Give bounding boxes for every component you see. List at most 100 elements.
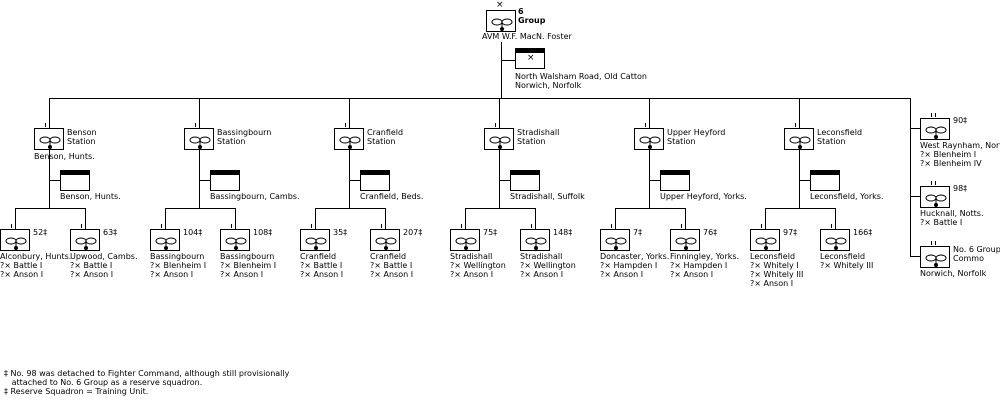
squadron-aircraft: ?× Anson I (670, 270, 714, 279)
connector-line (49, 180, 60, 181)
squadron-number: 7‡ (633, 228, 643, 237)
group-hq-location: Norwich, Norfolk (515, 81, 582, 90)
station-name: Station (217, 137, 246, 146)
station-hq-location: Bassingbourn, Cambs. (210, 192, 300, 201)
air-unit-icon (155, 237, 177, 250)
group-hq-location: North Walsham Road, Old Catton (515, 72, 647, 81)
squadron-aircraft: ?× Whitely III (820, 261, 874, 270)
squadron-symbol (670, 229, 700, 251)
squadron-aircraft: ?× Anson I (600, 270, 644, 279)
squadron-aircraft: ?× Battle I (0, 261, 43, 270)
station-hq-location: Benson, Hunts. (60, 192, 121, 201)
direct-unit-aircraft: ?× Battle I (920, 218, 963, 227)
connector-line (165, 208, 235, 209)
connector-line (199, 98, 200, 128)
connector-line (315, 208, 316, 229)
squadron-location: Leconsfield (820, 252, 866, 261)
squadron-symbol (750, 229, 780, 251)
squadron-aircraft: ?× Anson I (370, 270, 414, 279)
echelon-bars (495, 123, 500, 127)
echelon-bars (795, 123, 800, 127)
squadron-aircraft: ?× Blenheim I (150, 261, 207, 270)
squadron-number: 63‡ (103, 228, 118, 237)
air-unit-icon (375, 237, 397, 250)
connector-line (615, 208, 616, 229)
air-unit-icon (525, 237, 547, 250)
station-hq-location: Stradishall, Suffolk (510, 192, 585, 201)
squadron-number: 97‡ (783, 228, 798, 237)
echelon-bars (311, 224, 316, 228)
station-hq-location: Leconsfield, Yorks. (810, 192, 884, 201)
connector-line (649, 180, 660, 181)
connector-line (499, 180, 510, 181)
squadron-aircraft: ?× Anson I (750, 279, 794, 288)
echelon-bars (931, 113, 936, 117)
echelon-bars (681, 224, 686, 228)
squadron-location: Stradishall (450, 252, 493, 261)
connector-line (465, 208, 535, 209)
air-unit-icon (825, 237, 847, 250)
direct-unit-title: No. 6 Group (953, 245, 1000, 254)
station-name: Station (667, 137, 696, 146)
air-unit-icon (789, 136, 811, 149)
station-hq-symbol (60, 170, 90, 191)
connector-line (501, 60, 515, 61)
connector-line (910, 196, 920, 197)
air-unit-icon (305, 237, 327, 250)
direct-unit-aircraft: ?× Blenheim I (920, 150, 977, 159)
connector-line (199, 150, 200, 208)
squadron-symbol (220, 229, 250, 251)
direct-unit-number: 98‡ (953, 184, 968, 193)
echelon-bars (461, 224, 466, 228)
hq-bar (61, 171, 89, 175)
squadron-number: 166‡ (853, 228, 873, 237)
connector-line (199, 180, 210, 181)
station-symbol (34, 128, 64, 150)
squadron-number: 76‡ (703, 228, 718, 237)
station-name: Benson (67, 128, 97, 137)
station-hq-location: Upper Heyford, Yorks. (660, 192, 747, 201)
echelon-bars (11, 224, 16, 228)
squadron-number: 207‡ (403, 228, 423, 237)
station-symbol (184, 128, 214, 150)
air-unit-icon (489, 136, 511, 149)
station-location: Benson, Hunts. (34, 152, 95, 161)
echelon-x-icon: × (496, 0, 504, 10)
connector-line (685, 208, 686, 229)
direct-unit-location: West Raynham, Norfolk (920, 141, 1000, 150)
squadron-location: Stradishall (520, 252, 563, 261)
connector-line (799, 180, 810, 181)
station-name: Station (517, 137, 546, 146)
hq-bar (361, 171, 389, 175)
echelon-bars (381, 224, 386, 228)
connector-line (15, 208, 16, 229)
squadron-aircraft: ?× Whitely I (750, 261, 799, 270)
squadron-aircraft: ?× Anson I (450, 270, 494, 279)
connector-line (765, 208, 835, 209)
squadron-aircraft: ?× Battle I (70, 261, 113, 270)
echelon-bars (531, 224, 536, 228)
squadron-location: Leconsfield (750, 252, 796, 261)
squadron-location: Upwood, Cambs. (70, 252, 138, 261)
station-hq-symbol (510, 170, 540, 191)
squadron-aircraft: ?× Anson I (70, 270, 114, 279)
echelon-bars (81, 224, 86, 228)
hq-bar (516, 49, 544, 53)
air-unit-icon (925, 254, 947, 267)
air-unit-icon (605, 237, 627, 250)
direct-unit-location: Hucknall, Notts. (920, 209, 984, 218)
squadron-aircraft: ?× Anson I (520, 270, 564, 279)
squadron-location: Cranfield (300, 252, 337, 261)
squadron-symbol (150, 229, 180, 251)
squadron-aircraft: ?× Anson I (220, 270, 264, 279)
squadron-location: Bassingbourn (150, 252, 205, 261)
squadron-symbol (820, 229, 850, 251)
hq-bar (661, 171, 689, 175)
group-hq-symbol: × (515, 48, 545, 69)
squadron-aircraft: ?× Anson I (150, 270, 194, 279)
footnotes: ‡ No. 98 was detached to Fighter Command… (4, 369, 289, 396)
station-hq-location: Cranfield, Beds. (360, 192, 424, 201)
connector-line (835, 208, 836, 229)
connector-line (910, 256, 920, 257)
connector-line (165, 208, 166, 229)
